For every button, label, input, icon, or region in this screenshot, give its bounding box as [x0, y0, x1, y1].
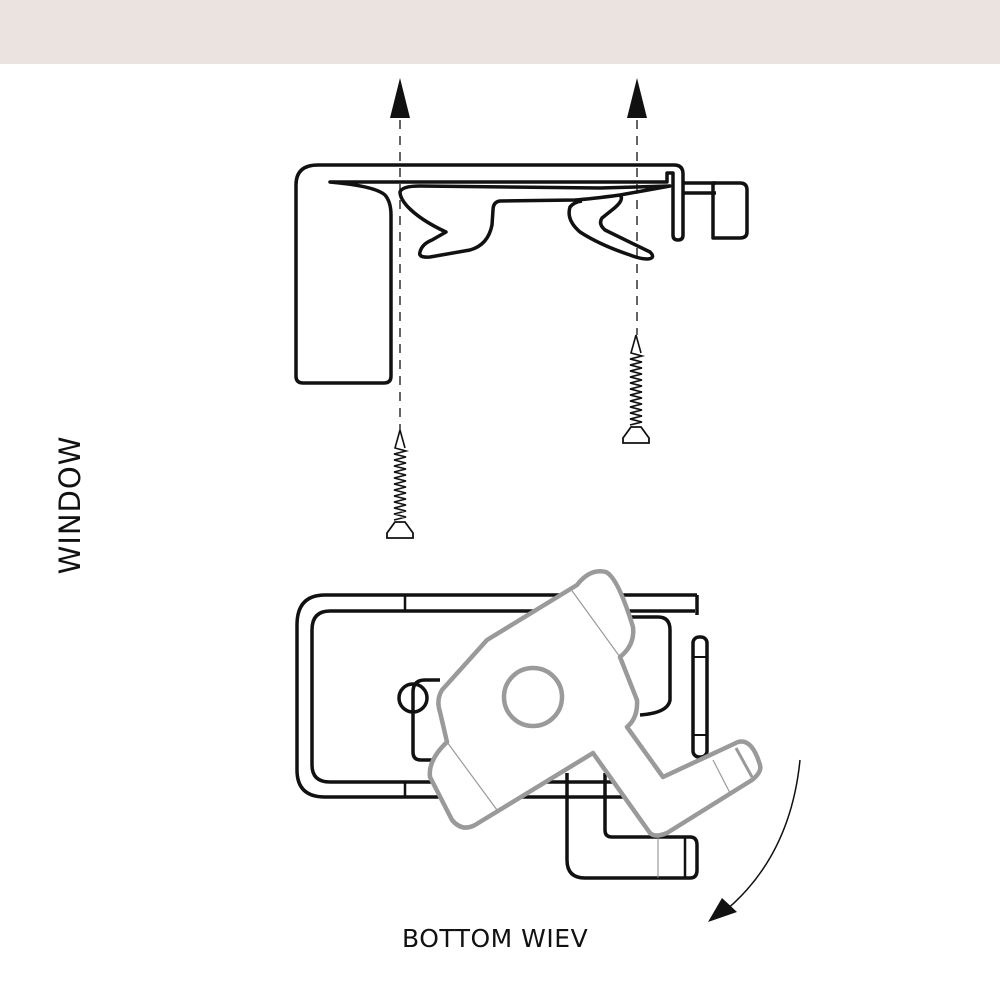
top-band-window-frame	[0, 0, 1000, 64]
screw-head	[622, 426, 650, 444]
screw-thread	[393, 429, 410, 521]
bracket-side-view	[294, 163, 749, 385]
bracket-bottom-view-base	[295, 593, 709, 880]
direction-arrow-left	[390, 78, 410, 430]
bottom-view-label: BOTTOM WIEV	[402, 924, 589, 953]
screw-thread	[629, 334, 646, 426]
window-label: WINDOW	[53, 435, 87, 575]
direction-arrow-right	[627, 78, 647, 335]
rotation-arrowhead	[708, 898, 737, 922]
screw-left	[386, 429, 414, 539]
screw-right	[622, 334, 650, 444]
rotated-bracket-part	[427, 569, 763, 838]
screw-head	[386, 521, 414, 539]
rotation-arrow	[719, 759, 801, 916]
